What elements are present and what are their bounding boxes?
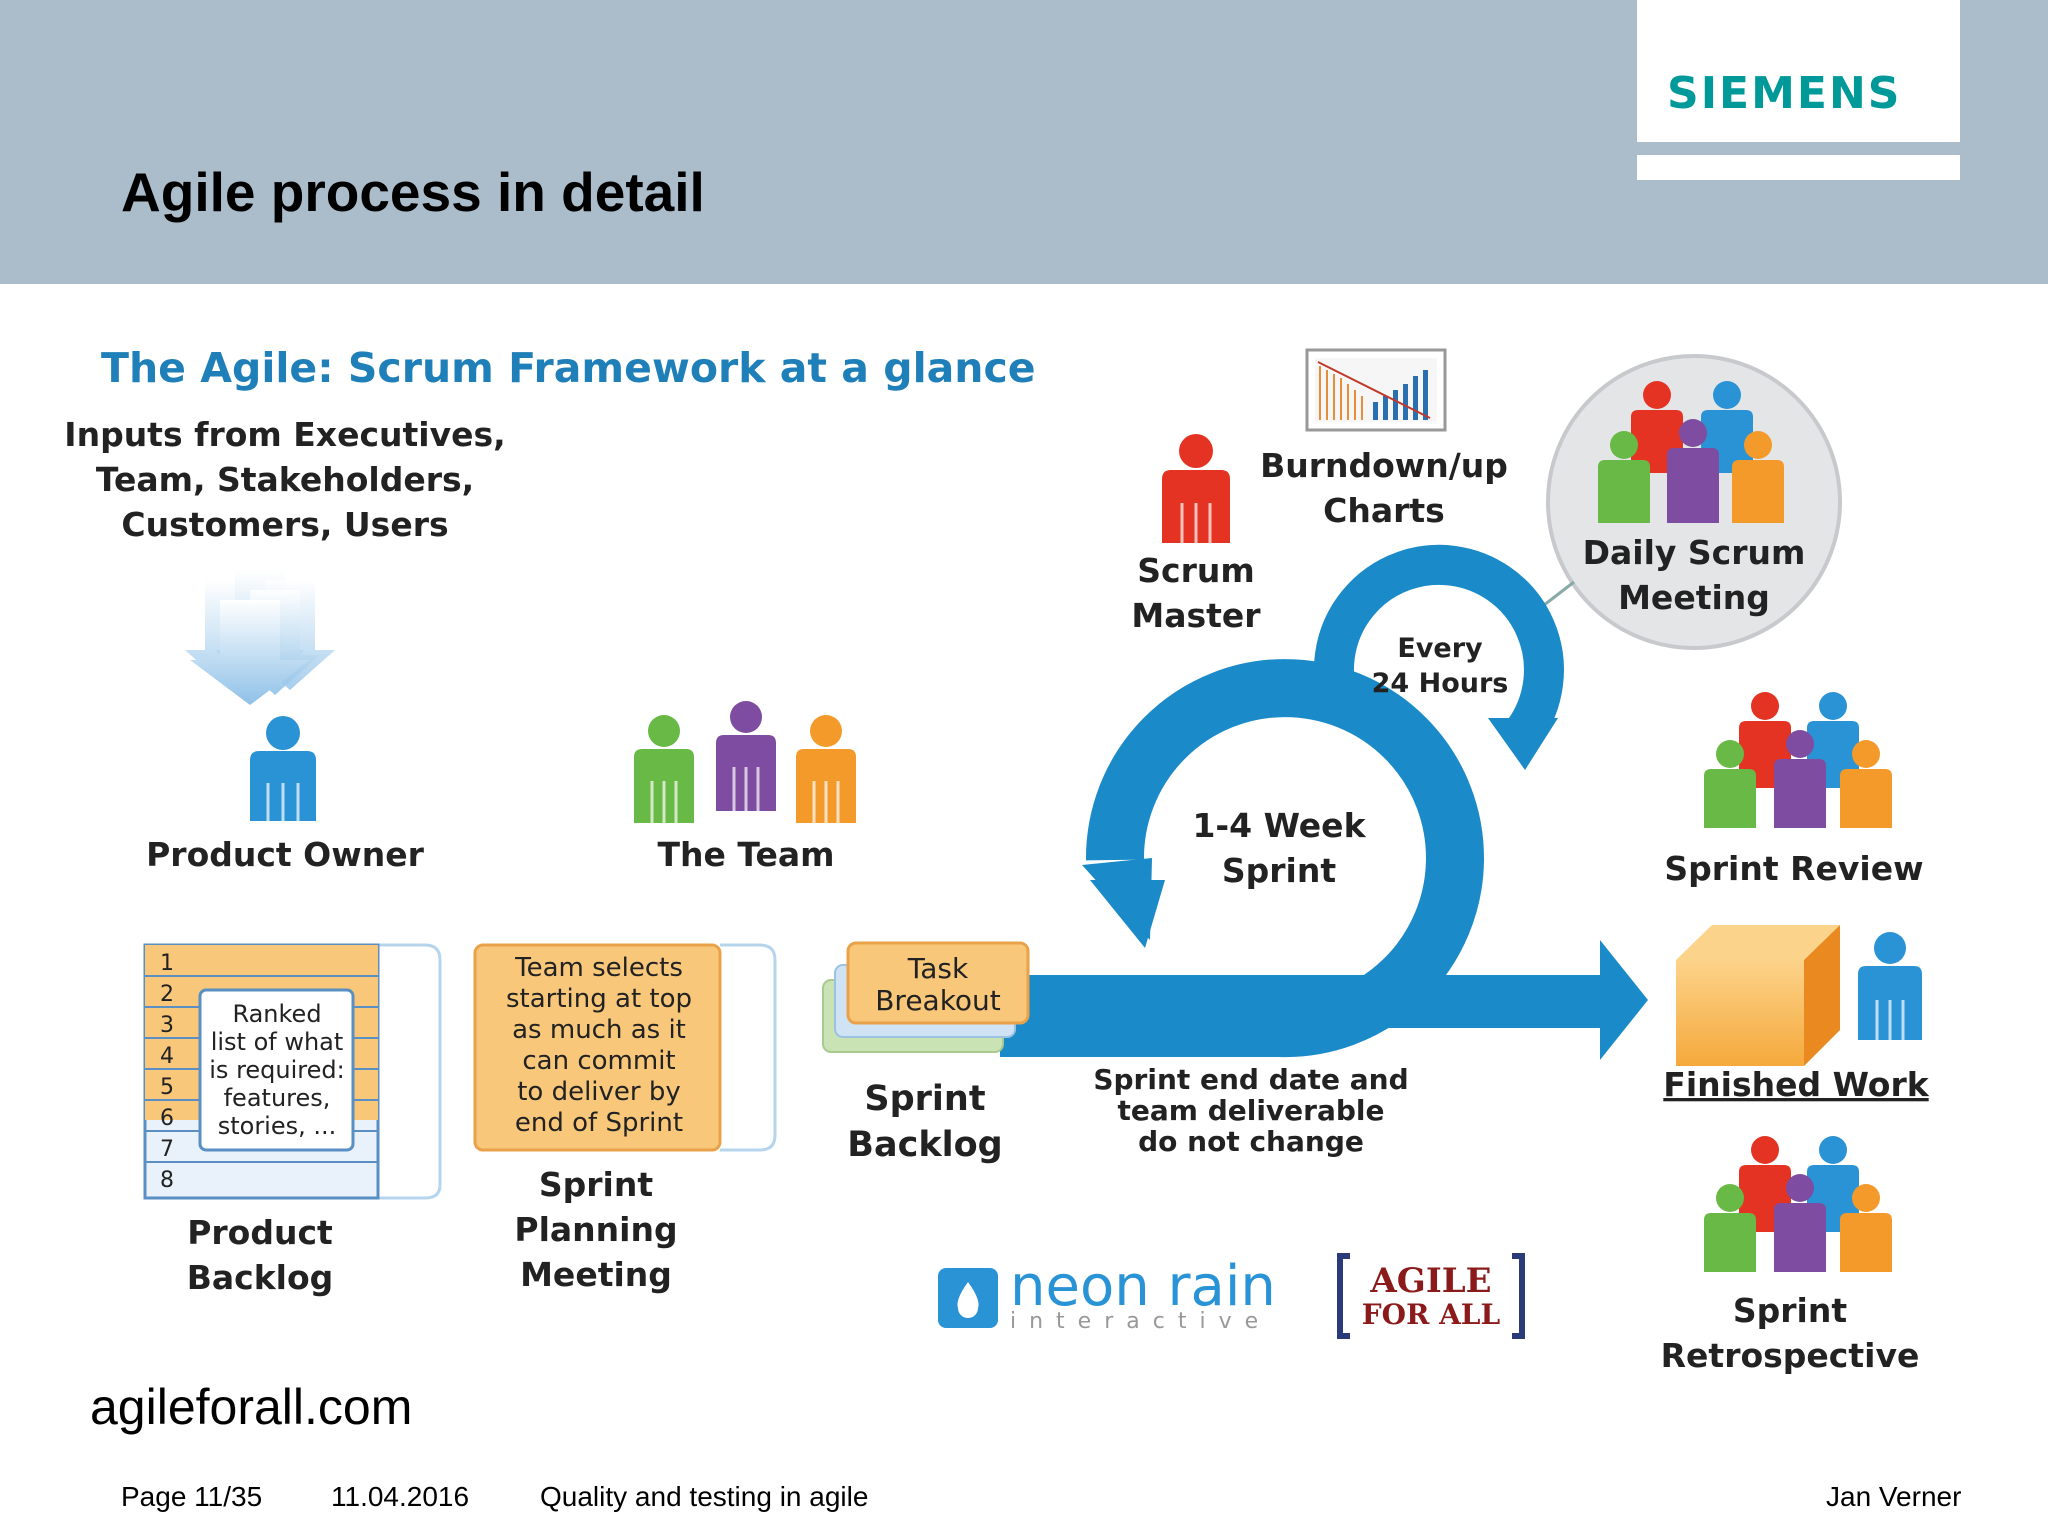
footer-author: Jan Verner [1826, 1481, 1962, 1512]
svg-text:1-4 Week: 1-4 Week [1192, 806, 1366, 845]
svg-text:Team selects: Team selects [514, 953, 683, 983]
sprint-planning-label: Sprint Planning Meeting [514, 1165, 677, 1294]
svg-text:Task: Task [907, 952, 969, 985]
source-url: agileforall.com [90, 1379, 413, 1435]
svg-text:Meeting: Meeting [1618, 578, 1770, 617]
svg-text:7: 7 [160, 1137, 174, 1162]
sprint-planning-note [473, 943, 777, 1152]
sprint-review-people-icon [1704, 692, 1892, 828]
svg-text:end of Sprint: end of Sprint [515, 1108, 683, 1138]
svg-text:Scrum: Scrum [1137, 551, 1254, 590]
finished-work-label: Finished Work [1663, 1065, 1929, 1104]
task-breakout-text: Task Breakout [875, 952, 1001, 1017]
agile-for-all-logo: AGILE FOR ALL [1337, 1253, 1525, 1339]
the-team-label: The Team [657, 835, 834, 874]
logo-bar [1637, 155, 1960, 180]
inputs-label: Inputs from Executives, Team, Stakeholde… [64, 415, 505, 544]
svg-text:neon rain: neon rain [1010, 1254, 1276, 1319]
sprint-retrospective-label: Sprint Retrospective [1661, 1291, 1920, 1375]
down-arrows-icon [185, 570, 335, 705]
daily-scrum-people-icon [1598, 381, 1784, 523]
svg-text:is required:: is required: [209, 1056, 344, 1084]
product-owner-person-icon [250, 716, 316, 821]
every-24-hours-label: Every 24 Hours [1372, 633, 1509, 699]
svg-text:Breakout: Breakout [875, 984, 1001, 1017]
svg-text:Every: Every [1397, 633, 1483, 664]
finished-work-person-icon [1858, 932, 1922, 1040]
svg-text:Inputs from Executives,: Inputs from Executives, [64, 415, 505, 454]
svg-text:2: 2 [160, 982, 174, 1007]
svg-text:interactive: interactive [1010, 1309, 1271, 1334]
svg-text:Sprint: Sprint [1733, 1291, 1847, 1330]
sprint-retrospective-people-icon [1704, 1136, 1892, 1272]
slide-title: Agile process in detail [121, 161, 705, 223]
team-persons-icon [634, 701, 856, 823]
svg-text:Daily Scrum: Daily Scrum [1583, 533, 1806, 572]
svg-text:team deliverable: team deliverable [1118, 1094, 1385, 1127]
svg-text:Ranked: Ranked [232, 1000, 321, 1028]
backlog-note-card [198, 988, 355, 1152]
siemens-logo: SIEMENS [1667, 68, 1902, 119]
footer-date: 11.04.2016 [331, 1481, 470, 1512]
svg-text:Planning: Planning [514, 1210, 677, 1249]
svg-text:5: 5 [160, 1075, 174, 1100]
sprint-cycle-label: 1-4 Week Sprint [1192, 806, 1366, 890]
svg-text:Retrospective: Retrospective [1661, 1336, 1920, 1375]
svg-text:24 Hours: 24 Hours [1372, 668, 1509, 699]
svg-text:Backlog: Backlog [187, 1258, 334, 1297]
neon-rain-logo: neon rain interactive [938, 1254, 1276, 1334]
svg-text:as much as it: as much as it [512, 1015, 686, 1045]
daily-cycle-arrow [1313, 544, 1564, 742]
svg-text:Burndown/up: Burndown/up [1260, 446, 1508, 485]
sprint-planning-note-text: Team selects starting at top as much as … [506, 953, 692, 1138]
product-owner-label: Product Owner [146, 835, 424, 874]
svg-text:Team, Stakeholders,: Team, Stakeholders, [96, 460, 474, 499]
burndown-label: Burndown/up Charts [1260, 446, 1508, 530]
footer-topic: Quality and testing in agile [540, 1481, 869, 1512]
scrum-master-person-icon [1162, 434, 1230, 543]
svg-text:3: 3 [160, 1013, 174, 1038]
task-breakout-cards [822, 941, 1030, 1053]
svg-text:Meeting: Meeting [520, 1255, 672, 1294]
sprint-cycle-arrow [1000, 659, 1484, 1058]
svg-text:Charts: Charts [1323, 491, 1445, 530]
svg-text:can commit: can commit [522, 1046, 675, 1076]
svg-text:Customers, Users: Customers, Users [121, 505, 448, 544]
backlog-numbers: 1 2 3 4 5 6 7 8 [160, 951, 174, 1193]
svg-text:starting at top: starting at top [506, 984, 692, 1014]
svg-text:Sprint: Sprint [539, 1165, 653, 1204]
svg-text:do not change: do not change [1138, 1125, 1364, 1158]
svg-text:stories, ...: stories, ... [218, 1112, 337, 1140]
product-backlog-label: Product Backlog [187, 1213, 334, 1297]
svg-text:list of what: list of what [211, 1028, 344, 1056]
svg-text:Sprint: Sprint [864, 1079, 985, 1119]
finished-work-box-icon [1676, 925, 1840, 1066]
sprint-end-note: Sprint end date and team deliverable do … [1093, 1063, 1408, 1158]
svg-text:Master: Master [1131, 596, 1261, 635]
sprint-backlog-label: Sprint Backlog [847, 1079, 1002, 1165]
svg-text:AGILE: AGILE [1369, 1261, 1491, 1301]
svg-text:Sprint end date and: Sprint end date and [1093, 1063, 1408, 1096]
svg-text:6: 6 [160, 1106, 174, 1131]
svg-text:to deliver by: to deliver by [517, 1077, 681, 1107]
svg-text:4: 4 [160, 1044, 174, 1069]
burndown-chart-icon [1305, 348, 1447, 432]
backlog-note-text: Ranked list of what is required: feature… [209, 1000, 344, 1140]
svg-text:8: 8 [160, 1168, 174, 1193]
svg-text:features,: features, [224, 1084, 331, 1112]
svg-text:Sprint: Sprint [1222, 851, 1336, 890]
svg-text:Backlog: Backlog [847, 1125, 1002, 1165]
sprint-review-label: Sprint Review [1664, 849, 1923, 888]
footer-page: Page 11/35 [121, 1481, 263, 1512]
diagram-heading: The Agile: Scrum Framework at a glance [101, 344, 1036, 392]
svg-text:FOR ALL: FOR ALL [1362, 1298, 1501, 1331]
scrum-master-label: Scrum Master [1131, 551, 1261, 635]
logo-box [1637, 0, 1960, 142]
svg-text:Product: Product [187, 1213, 333, 1252]
daily-scrum-label: Daily Scrum Meeting [1583, 533, 1806, 617]
svg-text:1: 1 [160, 951, 174, 976]
